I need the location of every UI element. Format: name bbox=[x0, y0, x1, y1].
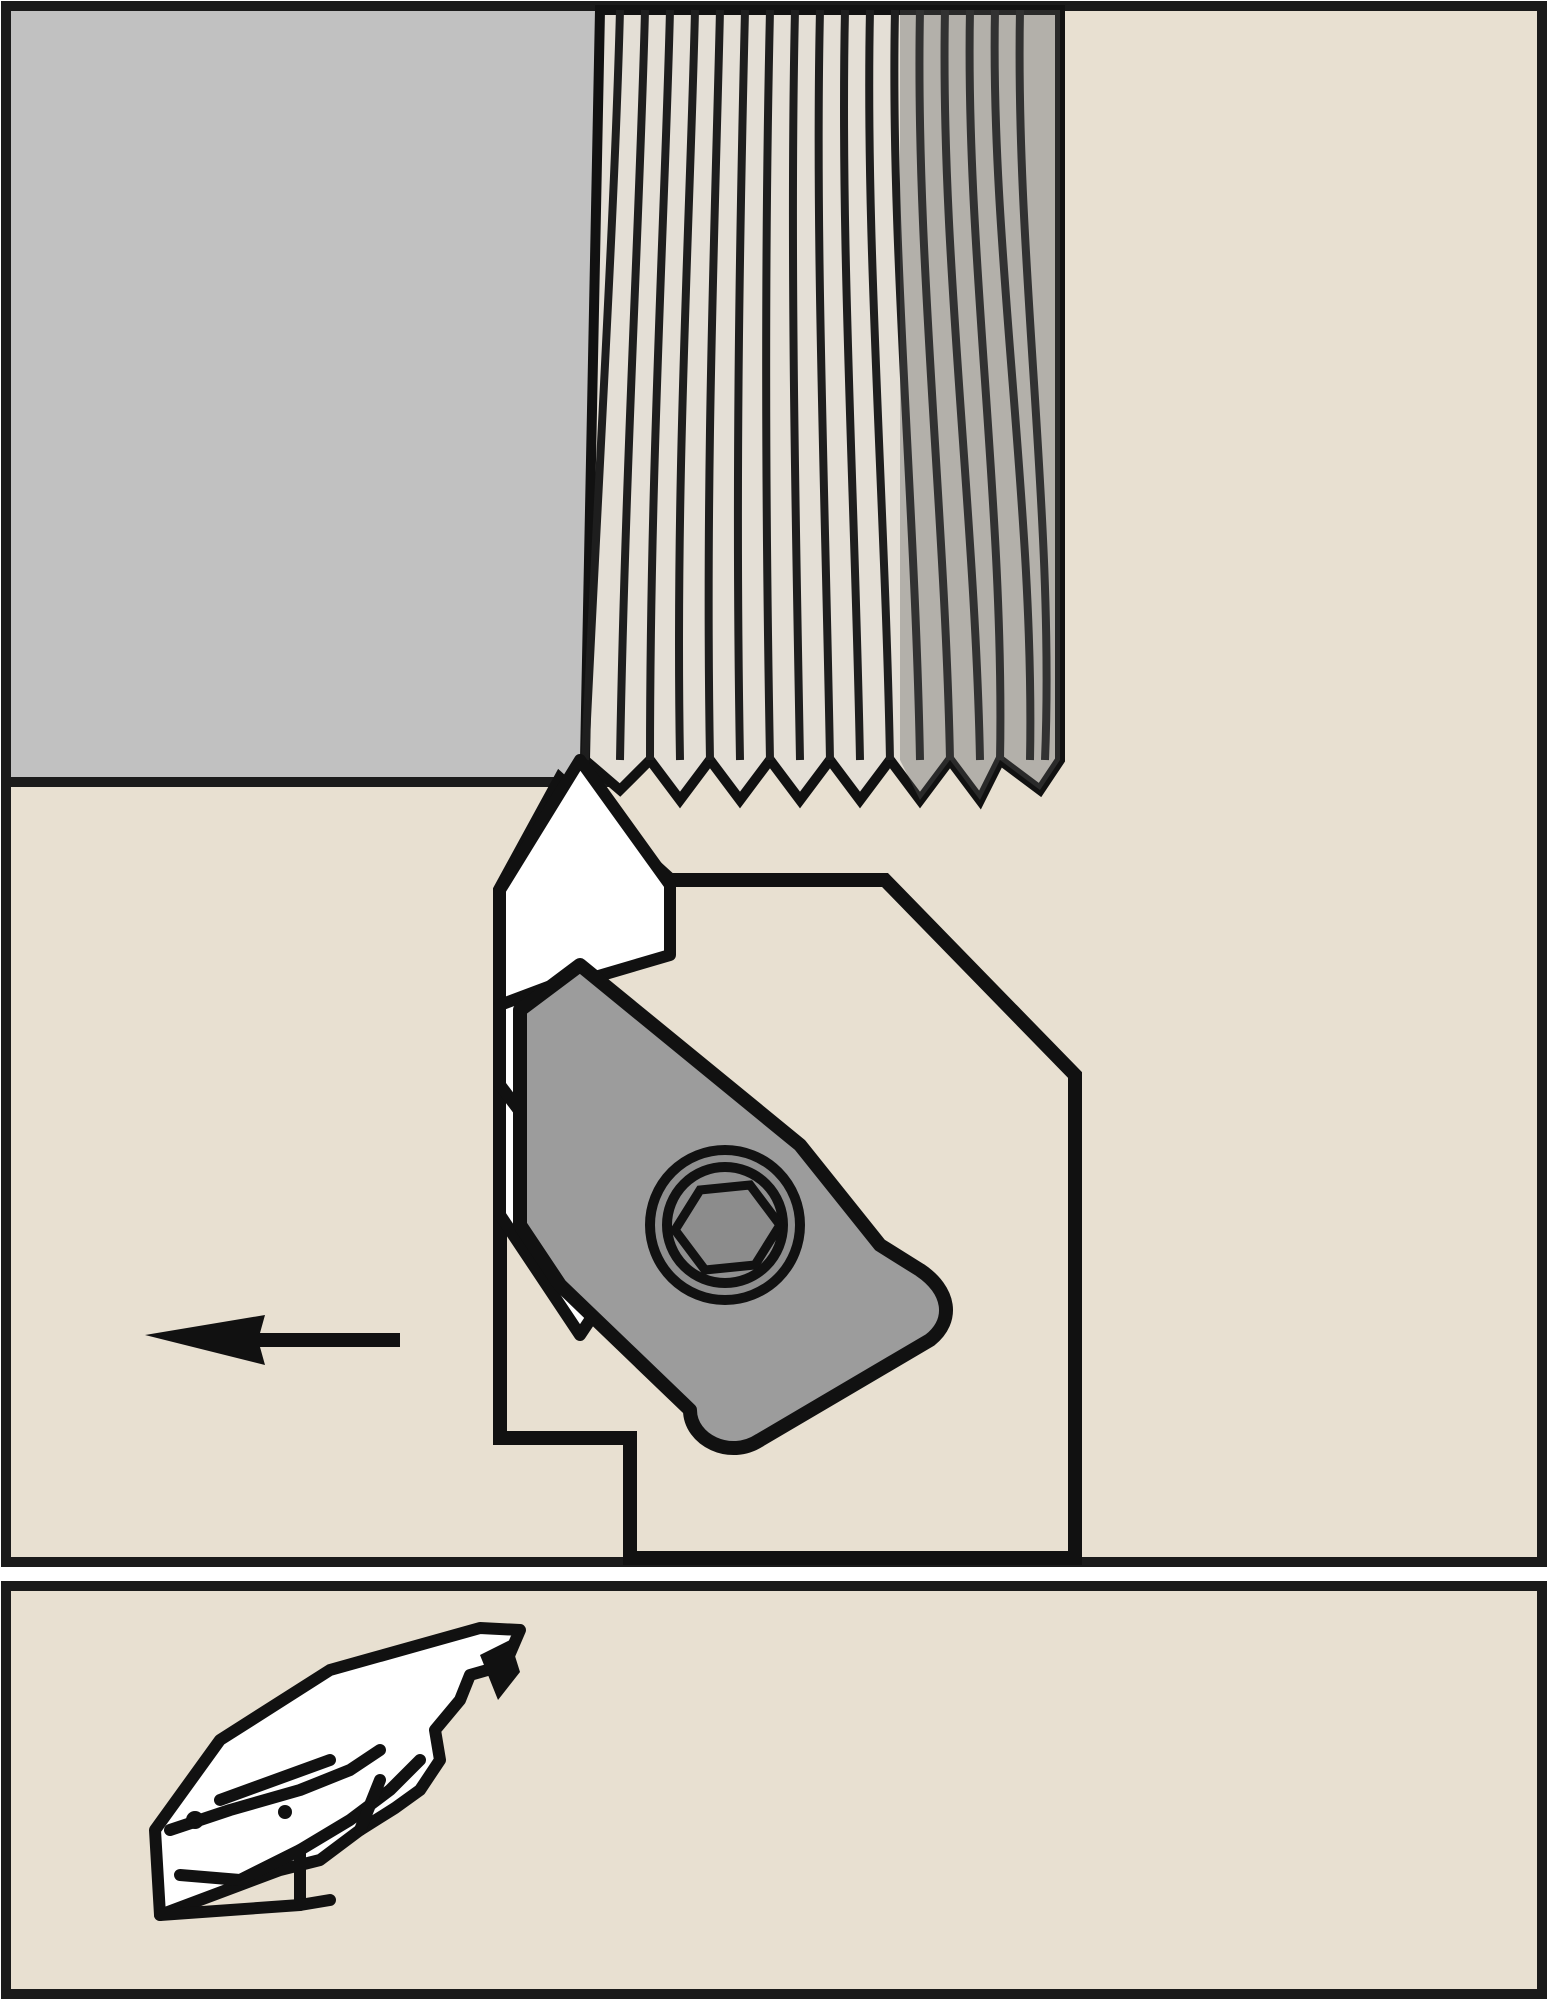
chip-stream bbox=[579, 5, 1065, 810]
hex-screw bbox=[645, 1145, 805, 1305]
insert-3d-view bbox=[149, 1622, 526, 1921]
workpiece-block bbox=[1, 1, 611, 787]
arrow-left-icon bbox=[145, 1315, 400, 1365]
